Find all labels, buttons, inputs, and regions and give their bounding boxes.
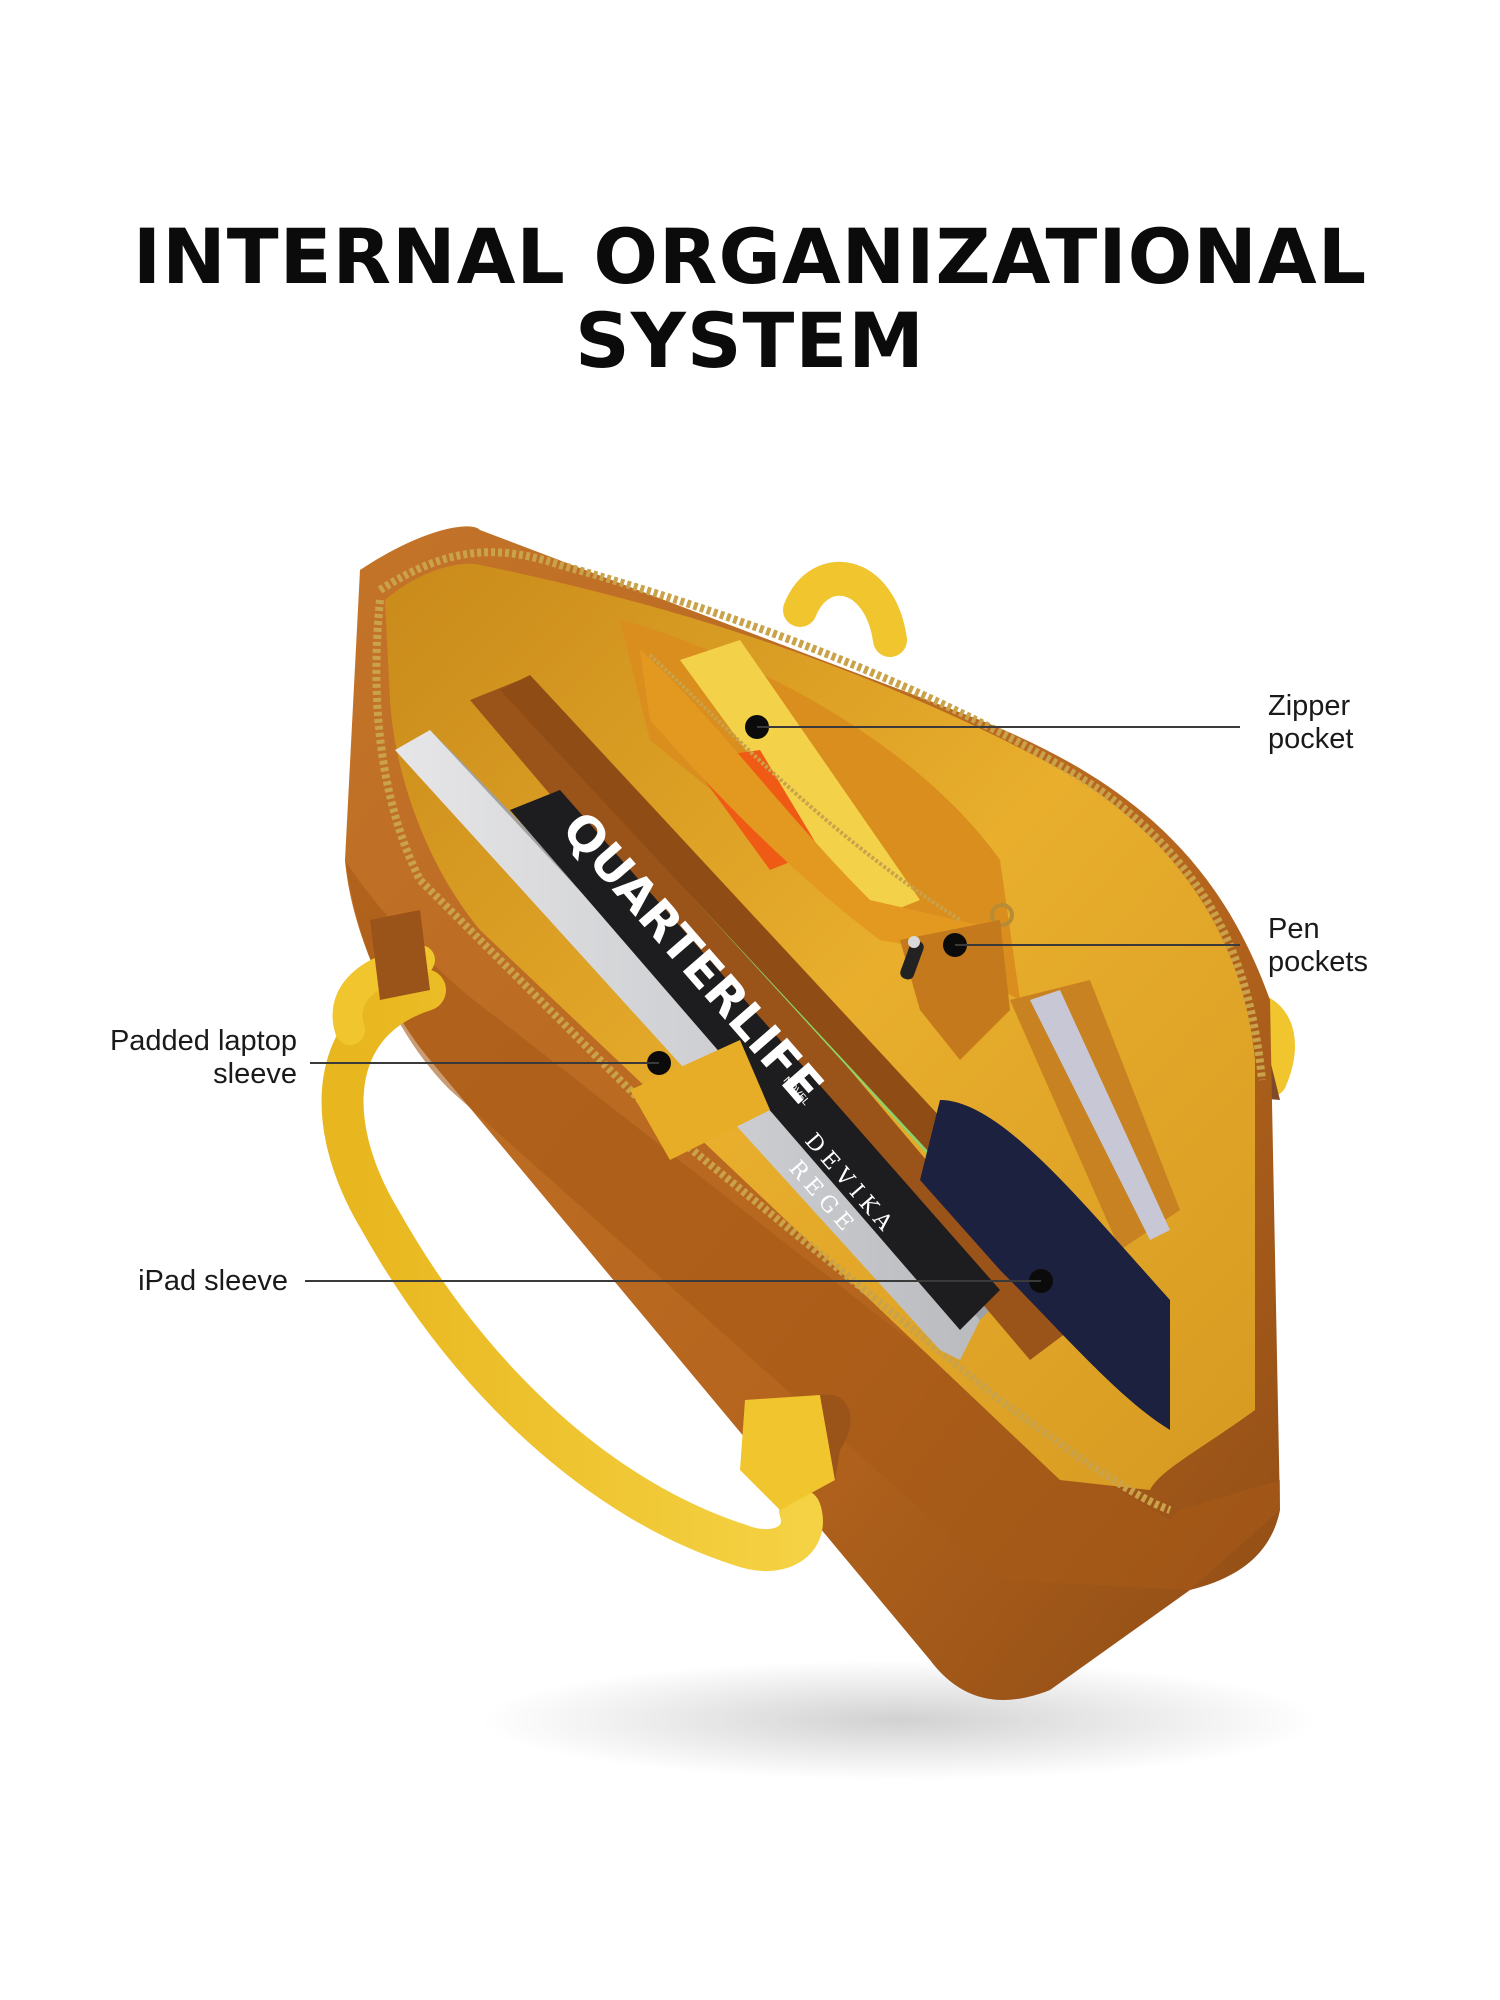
callout-pen-pockets: Pen pockets bbox=[1268, 913, 1368, 979]
title-line-1: INTERNAL ORGANIZATIONAL bbox=[132, 212, 1368, 301]
laptop-sleeve-divider bbox=[470, 680, 1070, 1360]
tablet bbox=[1030, 990, 1170, 1240]
book bbox=[510, 790, 1000, 1330]
callout-laptop-l2: sleeve bbox=[213, 1058, 297, 1090]
page-title: INTERNAL ORGANIZATIONAL SYSTEM bbox=[0, 215, 1500, 383]
handle-tab-front bbox=[740, 1395, 835, 1510]
callout-zipper-pocket-l1: Zipper bbox=[1268, 690, 1351, 722]
back-handle bbox=[783, 561, 907, 657]
callout-pen-pockets-l2: pockets bbox=[1268, 946, 1368, 978]
callout-laptop-l1: Padded laptop bbox=[109, 1025, 297, 1057]
laptop bbox=[395, 730, 980, 1360]
callout-ipad-l1: iPad sleeve bbox=[138, 1265, 288, 1297]
callout-pen-pockets-l1: Pen bbox=[1268, 913, 1320, 945]
callout-padded-laptop-sleeve: Padded laptop sleeve bbox=[40, 1025, 297, 1091]
callout-ipad-sleeve: iPad sleeve bbox=[40, 1265, 288, 1298]
callout-zipper-pocket-l2: pocket bbox=[1268, 723, 1354, 755]
front-handle bbox=[321, 969, 823, 1571]
zipper-pull bbox=[990, 903, 1014, 927]
laptop-strap bbox=[630, 1040, 770, 1160]
bag-front-panel bbox=[345, 860, 1280, 1590]
title-line-2: SYSTEM bbox=[575, 296, 925, 385]
pen-pocket-area bbox=[900, 920, 1010, 1060]
navy-pouch bbox=[920, 1100, 1170, 1430]
bag-shadow bbox=[480, 1660, 1320, 1780]
zipper bbox=[377, 548, 1266, 1081]
callout-zipper-pocket: Zipper pocket bbox=[1268, 690, 1353, 756]
